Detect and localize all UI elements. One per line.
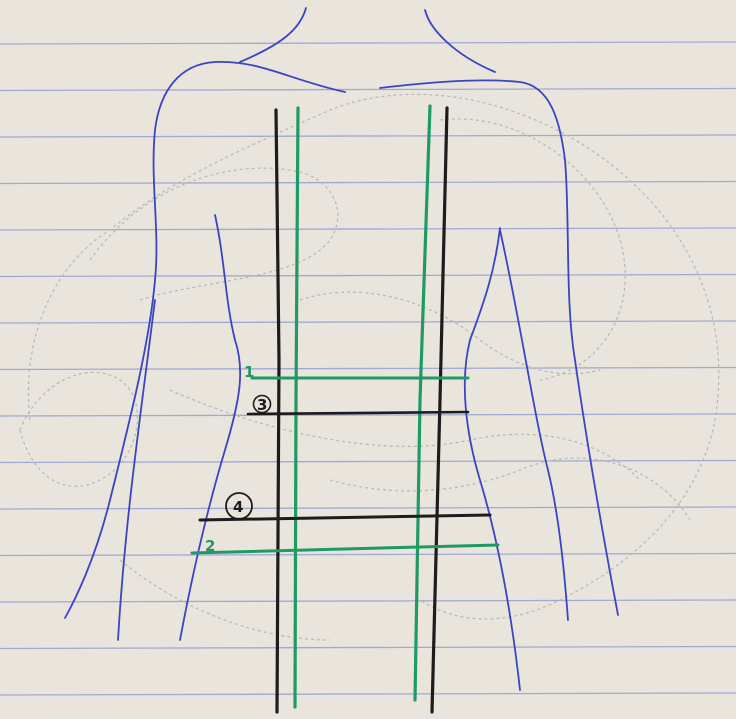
ruled-line xyxy=(0,693,736,695)
ruled-line xyxy=(0,321,736,323)
vertical-line-black-right xyxy=(432,108,447,712)
neck-right-line xyxy=(425,10,495,72)
pencil-sketch-left-lobe xyxy=(20,372,137,486)
pencil-sketch-inner-curve xyxy=(300,292,600,374)
left-waist-line xyxy=(180,215,240,640)
neck-left-line xyxy=(240,8,306,62)
left-underarm-line xyxy=(118,300,155,640)
ruled-line xyxy=(0,554,736,556)
line-label-3: 3 xyxy=(257,396,267,414)
ruled-line xyxy=(0,647,736,649)
line-marker-3: 3 xyxy=(254,396,271,415)
vertical-line-green-left xyxy=(295,108,298,707)
line-label-4: 4 xyxy=(233,498,243,516)
ruled-line xyxy=(0,368,736,370)
ruled-line xyxy=(0,135,736,137)
vertical-line-green-right xyxy=(415,106,430,700)
right-shoulder-line xyxy=(380,80,618,615)
right-underarm-line xyxy=(500,230,568,620)
ruled-line xyxy=(0,461,736,463)
line-marker-4: 4 xyxy=(226,493,252,519)
vertical-line-black-left xyxy=(276,110,279,712)
right-waist-line xyxy=(465,228,520,690)
pencil-sketch-large-outline xyxy=(28,94,718,619)
line-marker-1: 1 xyxy=(244,363,254,381)
horizontal-guides xyxy=(192,378,498,553)
ruled-line xyxy=(0,89,736,91)
ruled-line xyxy=(0,182,736,184)
ruled-line xyxy=(0,507,736,509)
torso-outline xyxy=(65,8,618,690)
ruled-lines xyxy=(0,42,736,719)
ruled-line xyxy=(0,42,736,44)
pencil-sketch-bottom-curve xyxy=(120,560,330,640)
pencil-sketch-right-lobe xyxy=(440,119,625,380)
left-shoulder-line xyxy=(65,62,345,618)
line-label-2: 2 xyxy=(205,537,215,555)
line-marker-2: 2 xyxy=(205,537,215,555)
ruled-line xyxy=(0,600,736,602)
ruled-line xyxy=(0,414,736,416)
horizontal-line-2 xyxy=(192,545,498,553)
pencil-sketch-lower-curve xyxy=(330,458,690,520)
pencil-sketch-upper-lobe xyxy=(90,168,338,300)
vertical-guides xyxy=(276,106,447,712)
line-label-1: 1 xyxy=(244,363,254,381)
horizontal-line-3 xyxy=(248,412,468,414)
pencil-sketch-mid-curve xyxy=(170,390,640,480)
